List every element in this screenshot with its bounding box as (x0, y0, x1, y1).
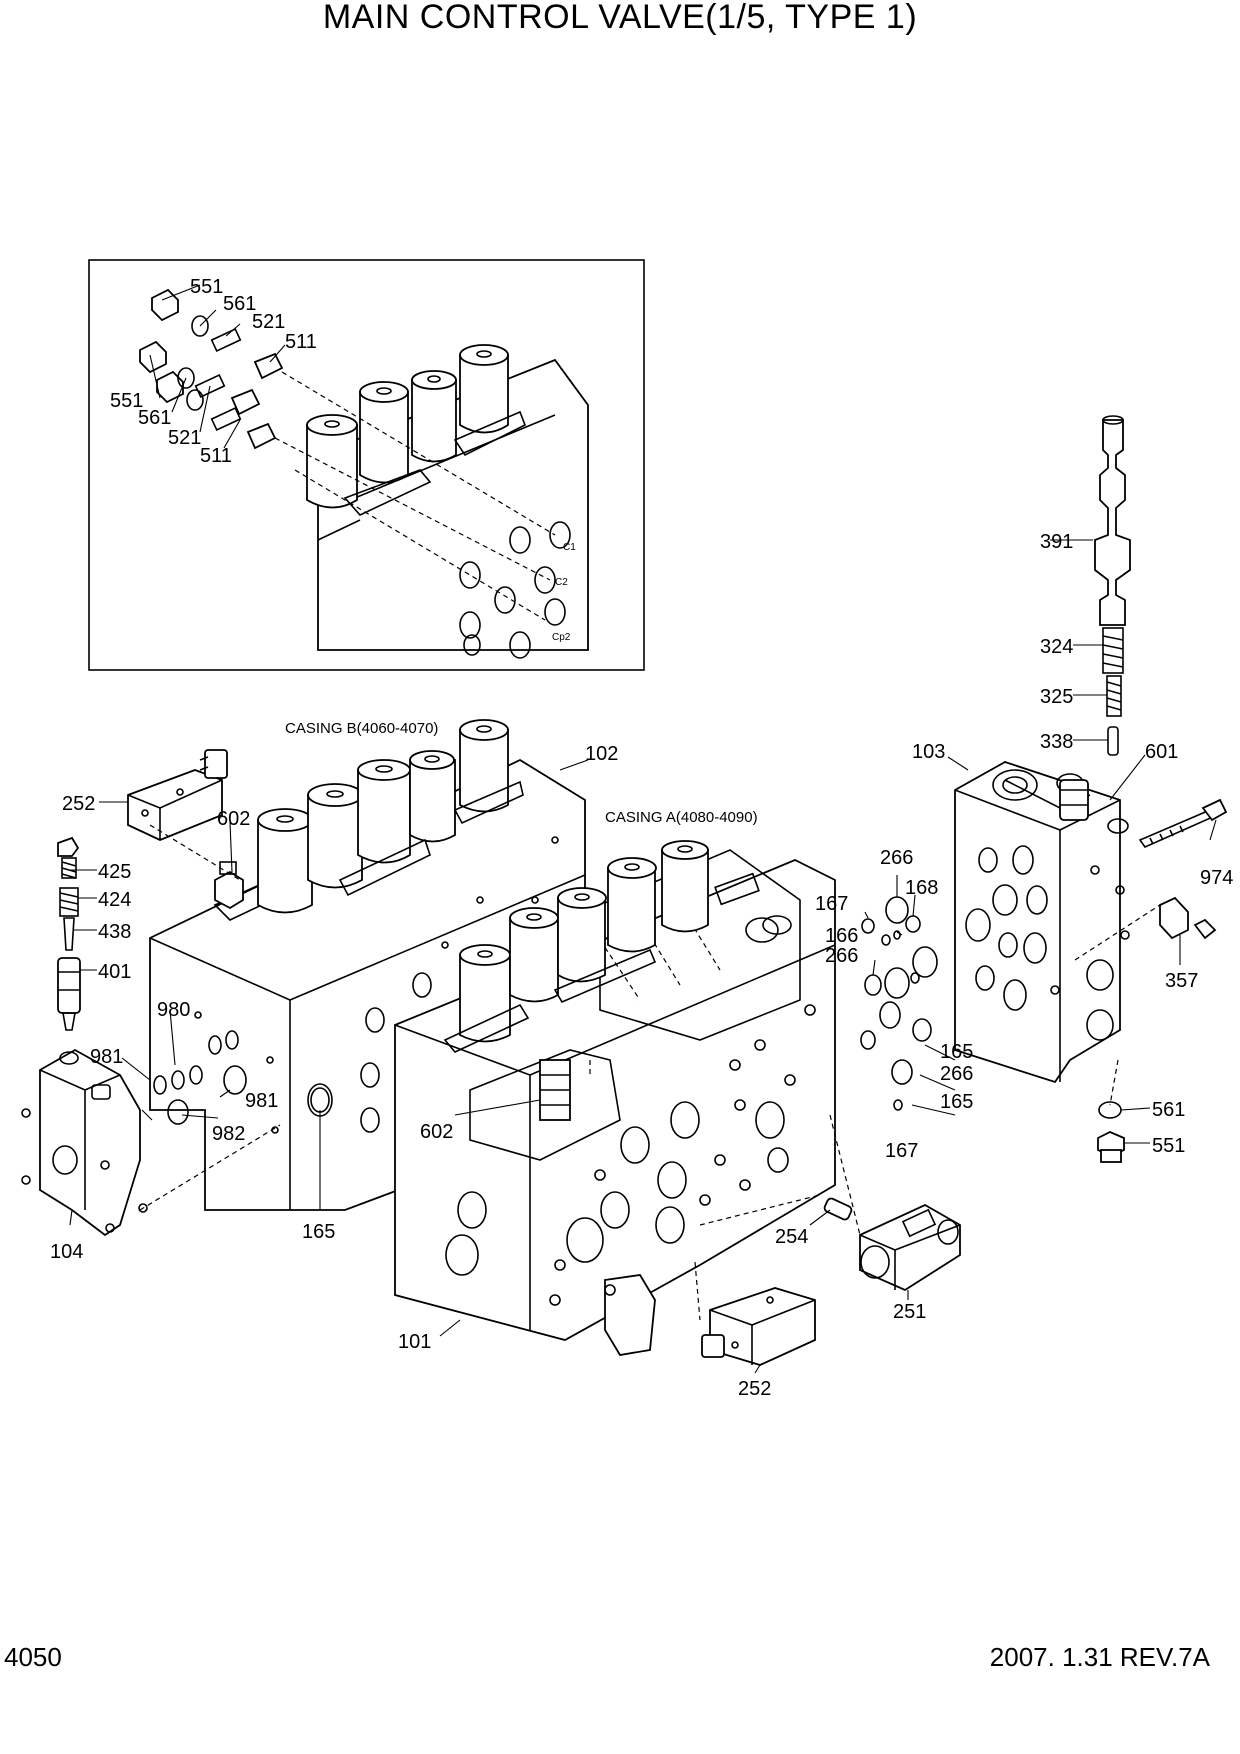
callout-551: 551 (1152, 1135, 1185, 1157)
callout-980: 980 (157, 999, 190, 1021)
leader-lines (68, 539, 1217, 1374)
casing-a-101 (394, 840, 836, 1356)
callout-252-bottom: 252 (738, 1378, 771, 1400)
pin-338 (1107, 726, 1119, 756)
casing-a-solenoids (443, 840, 792, 1053)
callout-338: 338 (1040, 731, 1073, 753)
casing-103-ports (965, 845, 1130, 1041)
callout-254: 254 (775, 1226, 808, 1248)
inset-solenoids (306, 344, 527, 516)
page-number: 4050 (4, 1642, 62, 1672)
callout-101: 101 (398, 1331, 431, 1353)
inset-port-rings (459, 521, 571, 659)
callout-165-a: 165 (940, 1041, 973, 1063)
callout-521-inset-b: 521 (168, 427, 201, 449)
callout-266-a: 266 (880, 847, 913, 869)
casing-b-solenoids (257, 719, 524, 914)
casing-b-ports (194, 836, 559, 1134)
pilot-relief-parts (57, 836, 81, 1065)
o-ring-cluster (860, 896, 938, 1111)
callout-104: 104 (50, 1241, 83, 1263)
callout-561-inset-a: 561 (223, 293, 256, 315)
callout-401: 401 (98, 961, 131, 983)
end-casing-103 (954, 761, 1130, 1084)
callout-266-c: 266 (940, 1063, 973, 1085)
callout-251: 251 (893, 1301, 926, 1323)
plug-602-upper (214, 861, 244, 910)
proportional-valve-252-top (127, 749, 228, 841)
callout-168: 168 (905, 877, 938, 899)
callout-167-b: 167 (885, 1140, 918, 1162)
inset-port-c2: C2 (555, 577, 568, 588)
callout-425: 425 (98, 861, 131, 883)
note-casing-b: CASING B(4060-4070) (285, 720, 438, 737)
parts-254-251 (823, 1197, 961, 1292)
spool-391 (1094, 415, 1131, 626)
callout-266-b: 266 (825, 945, 858, 967)
spring-324 (1102, 627, 1124, 674)
callout-325: 325 (1040, 686, 1073, 708)
inset-plugs-springs (139, 288, 284, 450)
note-casing-a: CASING A(4080-4090) (605, 809, 758, 826)
callout-357: 357 (1165, 970, 1198, 992)
callout-424: 424 (98, 889, 131, 911)
plug-357 (1159, 896, 1217, 940)
callout-974: 974 (1200, 867, 1233, 889)
callout-561-inset-b: 561 (138, 407, 171, 429)
casing-a-ports (445, 917, 816, 1306)
callout-167-a: 167 (815, 893, 848, 915)
callout-103: 103 (912, 741, 945, 763)
callout-602-upper: 602 (217, 808, 250, 830)
callout-561: 561 (1152, 1099, 1185, 1121)
callout-982: 982 (212, 1123, 245, 1145)
callout-102: 102 (585, 743, 618, 765)
end-cover-104 (21, 1048, 148, 1237)
callout-601: 601 (1145, 741, 1178, 763)
callout-551-inset-a: 551 (190, 276, 223, 298)
callout-981-b: 981 (245, 1090, 278, 1112)
revision-label: 2007. 1.31 REV.7A (989, 1642, 1210, 1672)
callout-511-inset-b: 511 (200, 445, 232, 467)
callout-521-inset-a: 521 (252, 311, 285, 333)
bolt-974 (1138, 798, 1228, 848)
callout-324: 324 (1040, 636, 1073, 658)
callout-602-lower: 602 (420, 1121, 453, 1143)
proportional-valve-252-bottom (701, 1287, 816, 1366)
callout-166: 166 (825, 925, 858, 947)
callout-438: 438 (98, 921, 131, 943)
callout-511-inset-a: 511 (285, 331, 317, 353)
callout-252-top: 252 (62, 793, 95, 815)
seal-plug-561-551 (1097, 1101, 1125, 1163)
page-title: MAIN CONTROL VALVE(1/5, TYPE 1) (322, 0, 918, 36)
spring-325 (1106, 675, 1122, 717)
callout-165-b: 165 (940, 1091, 973, 1113)
callout-551-inset-b: 551 (110, 390, 143, 412)
inset-port-c1: C1 (563, 542, 576, 553)
inset-detail-view: C1 C2 Cp2 (88, 259, 645, 671)
casing-b-seals (153, 1030, 333, 1125)
callout-391: 391 (1040, 531, 1073, 553)
callout-981-a: 981 (90, 1046, 123, 1068)
callout-165-c: 165 (302, 1221, 335, 1243)
inset-port-cp2: Cp2 (552, 632, 571, 643)
